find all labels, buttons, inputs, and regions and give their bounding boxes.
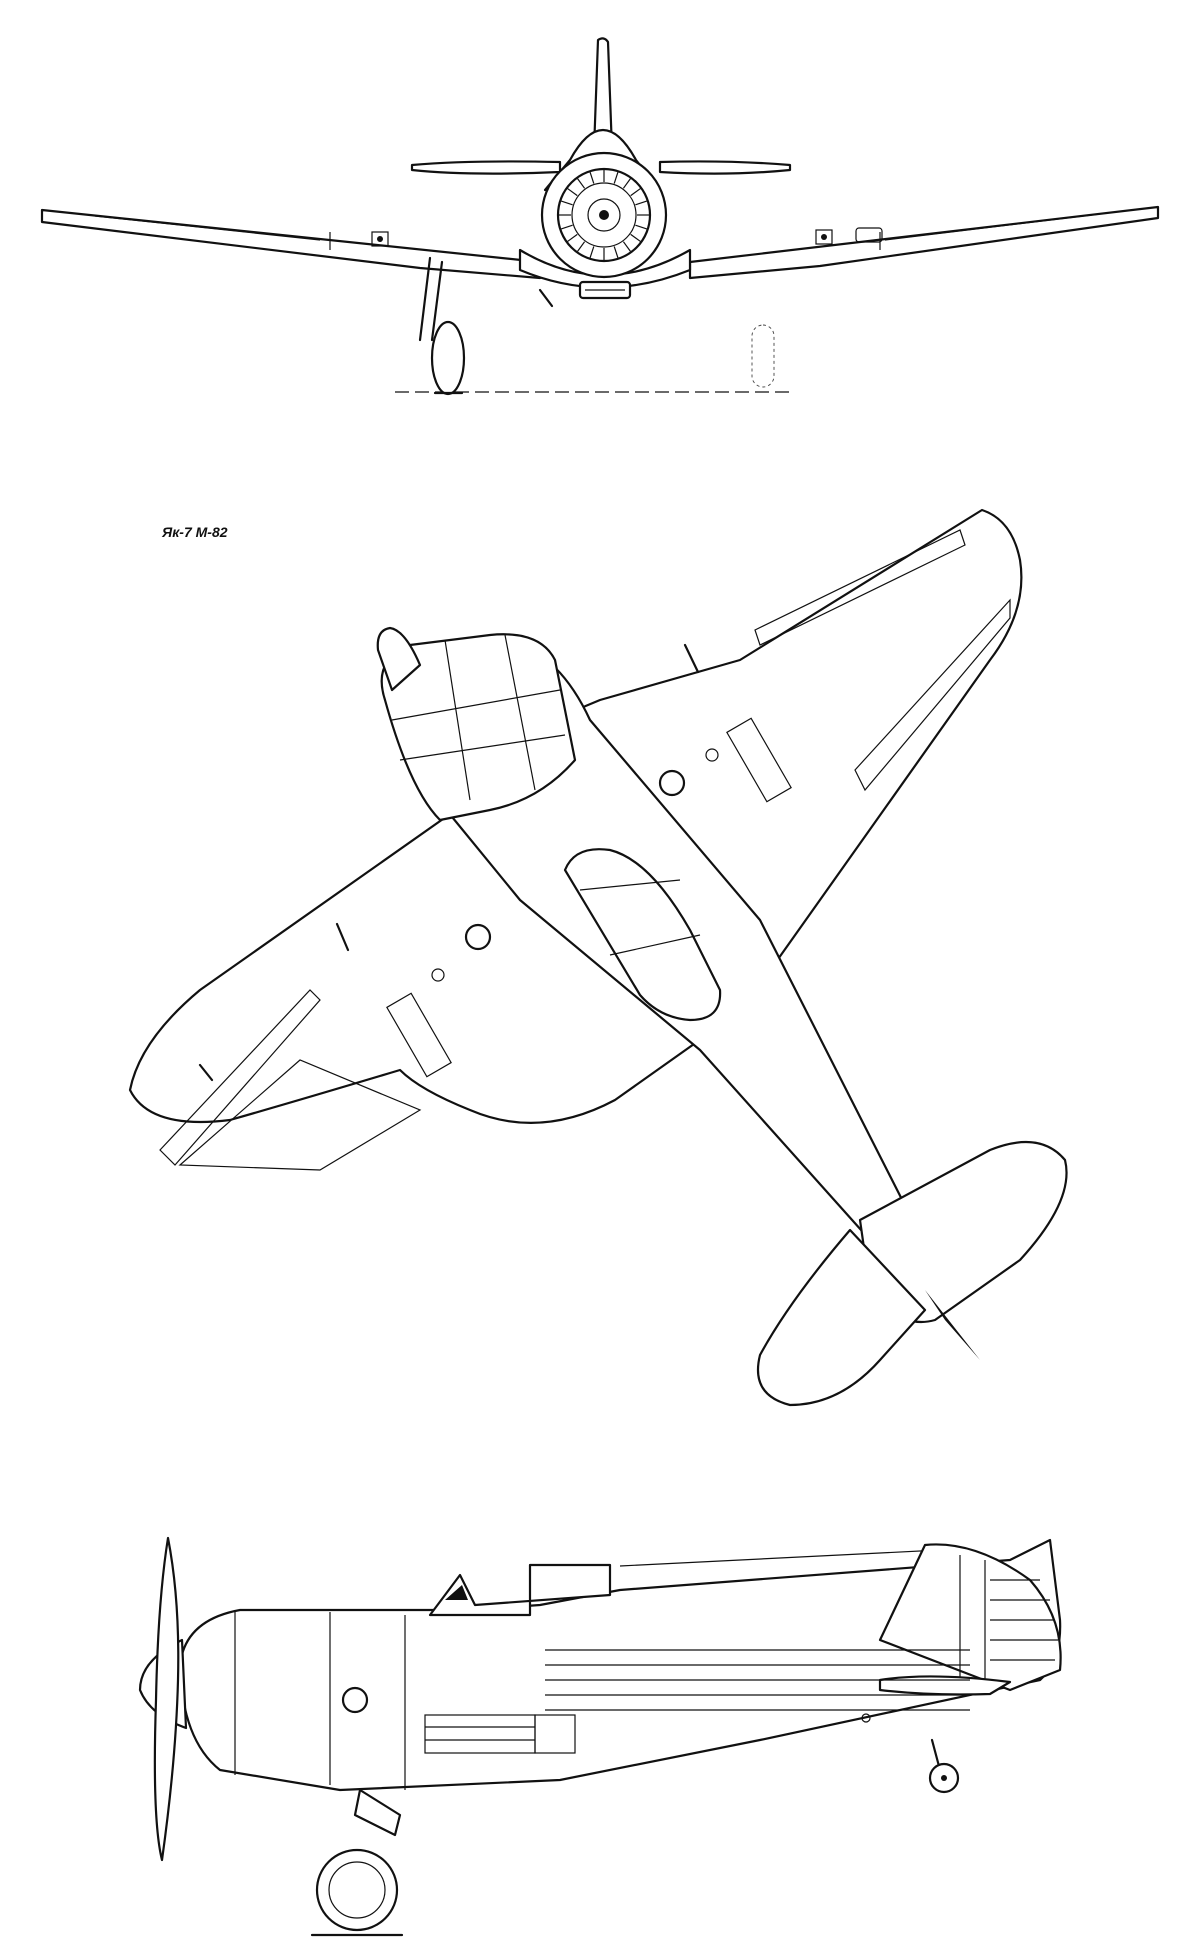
top-spinner bbox=[376, 626, 422, 692]
front-right-wing bbox=[688, 205, 1160, 280]
side-canopy bbox=[428, 1563, 612, 1617]
front-stabilizer bbox=[410, 160, 562, 175]
side-main-gear bbox=[353, 1788, 402, 1837]
front-view bbox=[40, 37, 1160, 396]
top-view bbox=[128, 508, 1068, 1407]
top-canopy bbox=[563, 848, 722, 1022]
front-left-wing bbox=[40, 208, 542, 280]
drawing-caption: Як-7 М-82 bbox=[162, 524, 228, 540]
side-view bbox=[138, 1536, 1062, 1937]
front-main-wheel bbox=[430, 320, 466, 396]
side-propeller bbox=[153, 1536, 180, 1862]
